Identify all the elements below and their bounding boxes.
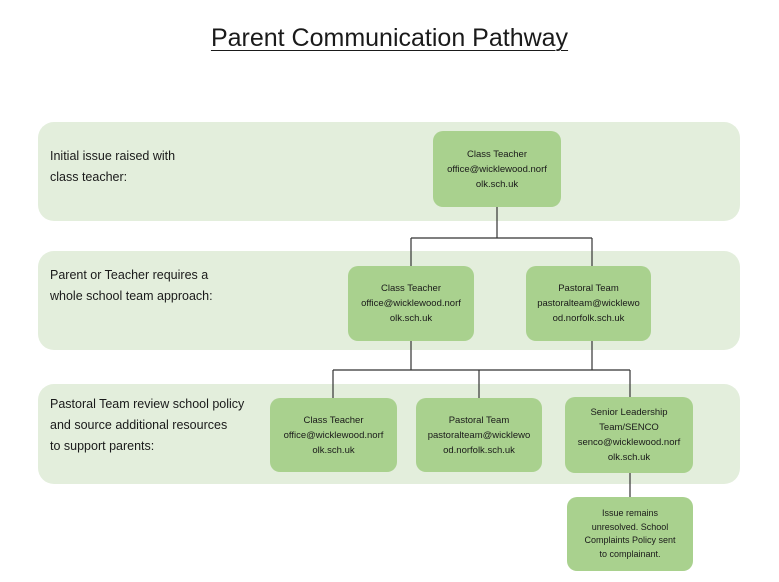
node-class-teacher-review: Class Teacher office@wicklewood.norf olk… [270, 398, 397, 472]
node-text: Pastoral Team pastoralteam@wicklewo od.n… [427, 414, 531, 456]
row-label-whole-school: Parent or Teacher requires a whole schoo… [50, 268, 213, 303]
row-label-initial: Initial issue raised with class teacher: [50, 149, 176, 184]
node-text: Class Teacher office@wicklewood.norf olk… [447, 148, 547, 190]
node-issue-unresolved: Issue remains unresolved. School Complai… [567, 497, 693, 571]
row-label-pastoral-review: Pastoral Team review school policy and s… [50, 397, 245, 453]
node-senior-leadership-senco: Senior Leadership Team/SENCO senco@wickl… [565, 397, 693, 473]
node-class-teacher-initial: Class Teacher office@wicklewood.norf olk… [433, 131, 561, 207]
node-text: Class Teacher office@wicklewood.norf olk… [361, 283, 461, 324]
node-text: Issue remains unresolved. School Complai… [584, 508, 676, 559]
node-text: Pastoral Team pastoralteam@wicklewo od.n… [537, 283, 640, 324]
node-pastoral-team-whole-school: Pastoral Team pastoralteam@wicklewo od.n… [526, 266, 651, 341]
page-title: Parent Communication Pathway [210, 24, 569, 52]
row-band-initial [38, 122, 740, 221]
node-pastoral-team-review: Pastoral Team pastoralteam@wicklewo od.n… [416, 398, 542, 472]
node-class-teacher-whole-school: Class Teacher office@wicklewood.norf olk… [348, 266, 474, 341]
node-text: Senior Leadership Team/SENCO senco@wickl… [577, 407, 681, 463]
node-text: Class Teacher office@wicklewood.norf olk… [283, 414, 384, 456]
